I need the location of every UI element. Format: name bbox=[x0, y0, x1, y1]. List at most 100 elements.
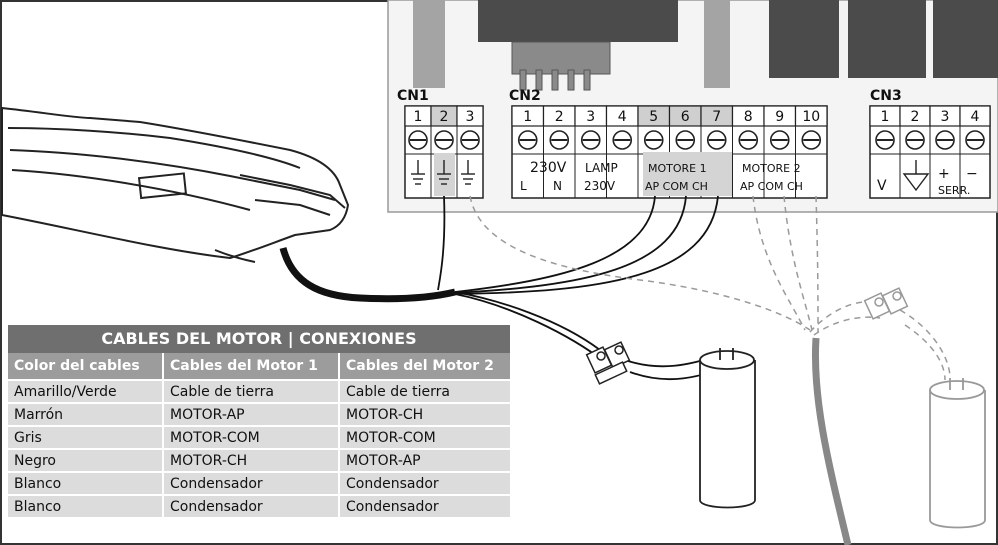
table-row: Blanco Condensador Condensador bbox=[8, 471, 510, 495]
terminal-strip-connector-2 bbox=[863, 287, 909, 320]
cn2-labels: 230V L N LAMP 230V MOTORE 1 AP COM CH MO… bbox=[520, 152, 803, 196]
cn3-pin-number: 3 bbox=[941, 109, 950, 125]
screw-terminal-icon bbox=[935, 130, 955, 150]
table-row: Gris MOTOR-COM MOTOR-COM bbox=[8, 425, 510, 449]
cn2-pin-number: 6 bbox=[681, 109, 690, 125]
cn2-pin-number: 10 bbox=[802, 109, 820, 125]
cn3-pin-number: 4 bbox=[971, 109, 980, 125]
terminal-strip-connector bbox=[585, 341, 631, 385]
table-row: Amarillo/Verde Cable de tierra Cable de … bbox=[8, 379, 510, 403]
cn1-earth-symbols bbox=[411, 153, 475, 196]
cn2-pin-number: 5 bbox=[649, 109, 658, 125]
cell-motor2: MOTOR-AP bbox=[338, 448, 510, 472]
cn2-pin-number: 7 bbox=[712, 109, 721, 125]
capacitor-motor1 bbox=[699, 348, 756, 509]
table-row: Marrón MOTOR-AP MOTOR-CH bbox=[8, 402, 510, 426]
header-motor1: Cables del Motor 1 bbox=[162, 353, 339, 380]
gate-motor-illustration bbox=[1, 106, 350, 263]
screw-terminal-icon bbox=[675, 130, 696, 150]
legend-header-row: Color del cables Cables del Motor 1 Cabl… bbox=[8, 353, 510, 380]
screw-terminal-icon bbox=[706, 130, 727, 150]
screw-terminal-icon bbox=[460, 130, 480, 150]
board-component-3 bbox=[769, 0, 839, 78]
board-component-2 bbox=[704, 0, 730, 88]
screw-terminal-icon bbox=[434, 130, 454, 150]
cell-motor2: Condensador bbox=[338, 494, 510, 517]
cn3-plus-label: + bbox=[938, 166, 950, 182]
cell-color: Gris bbox=[8, 425, 163, 449]
cell-motor1: MOTOR-AP bbox=[162, 402, 339, 426]
header-cable-color: Color del cables bbox=[8, 353, 163, 380]
cn2-pin-number: 9 bbox=[775, 109, 784, 125]
table-row: Blanco Condensador Condensador bbox=[8, 494, 510, 517]
cn2-pin-number: 2 bbox=[555, 109, 564, 125]
legend-title: CABLES DEL MOTOR | CONEXIONES bbox=[8, 325, 510, 353]
ground-triangle-icon bbox=[902, 160, 930, 192]
screw-terminal-icon bbox=[580, 130, 601, 150]
cn3-pin-number: 1 bbox=[881, 109, 890, 125]
cell-motor2: Condensador bbox=[338, 471, 510, 495]
table-row: Negro MOTOR-CH MOTOR-AP bbox=[8, 448, 510, 472]
cn1-pin-number: 1 bbox=[414, 109, 423, 125]
cn3-minus-label: − bbox=[966, 166, 978, 182]
cn3-v-label: V bbox=[877, 178, 887, 194]
screw-terminal-icon bbox=[408, 130, 428, 150]
earth-icon bbox=[461, 160, 475, 185]
cell-motor1: Condensador bbox=[162, 471, 339, 495]
cell-motor1: MOTOR-COM bbox=[162, 425, 339, 449]
cn1-pin-number: 2 bbox=[440, 109, 449, 125]
board-component-5 bbox=[933, 0, 998, 78]
power-l-label: L bbox=[520, 179, 527, 193]
motore2-label: MOTORE 2 bbox=[742, 162, 801, 175]
motore1-pins-label: AP COM CH bbox=[645, 180, 708, 193]
motore2-pins-label: AP COM CH bbox=[740, 180, 803, 193]
lamp-voltage-label: 230V bbox=[584, 179, 616, 193]
board-component-1 bbox=[413, 0, 445, 88]
earth-icon bbox=[437, 160, 451, 185]
motore1-label: MOTORE 1 bbox=[648, 162, 707, 175]
earth-icon bbox=[411, 160, 425, 185]
cell-color: Blanco bbox=[8, 494, 163, 517]
cell-motor1: MOTOR-CH bbox=[162, 448, 339, 472]
power-n-label: N bbox=[553, 179, 562, 193]
cn2-title: CN2 bbox=[509, 88, 541, 104]
cn3-pin-number: 2 bbox=[911, 109, 920, 125]
screw-terminal-icon bbox=[965, 130, 985, 150]
cell-motor2: MOTOR-COM bbox=[338, 425, 510, 449]
motor2-dashed-wires bbox=[469, 195, 951, 381]
cell-color: Blanco bbox=[8, 471, 163, 495]
screw-terminal-icon bbox=[738, 130, 759, 150]
cn3-labels: V + − SERR. bbox=[877, 160, 978, 197]
screw-terminal-icon bbox=[549, 130, 570, 150]
screw-terminal-icon bbox=[643, 130, 664, 150]
screw-terminal-icon bbox=[875, 130, 895, 150]
cn1-title: CN1 bbox=[397, 88, 429, 104]
board-pins bbox=[511, 41, 611, 91]
cell-color: Negro bbox=[8, 448, 163, 472]
cn2-pin-number: 1 bbox=[523, 109, 532, 125]
power-voltage-label: 230V bbox=[530, 160, 567, 176]
cell-motor2: Cable de tierra bbox=[338, 379, 510, 403]
screw-terminal-icon bbox=[517, 130, 538, 150]
cn3-serr-label: SERR. bbox=[938, 184, 970, 197]
cn2-pin-number: 4 bbox=[618, 109, 627, 125]
capacitor-motor2 bbox=[929, 378, 986, 529]
lamp-label: LAMP bbox=[585, 161, 618, 175]
motor2-cable-sheath bbox=[811, 337, 852, 545]
cell-color: Amarillo/Verde bbox=[8, 379, 163, 403]
cell-motor2: MOTOR-CH bbox=[338, 402, 510, 426]
screw-terminal-icon bbox=[905, 130, 925, 150]
screw-terminal-icon bbox=[769, 130, 790, 150]
header-motor2: Cables del Motor 2 bbox=[338, 353, 510, 380]
board-component-4 bbox=[848, 0, 926, 78]
cn2-pin-number: 8 bbox=[744, 109, 753, 125]
cn1-pin-number: 3 bbox=[466, 109, 475, 125]
motore1-highlight bbox=[643, 152, 732, 196]
cell-motor1: Cable de tierra bbox=[162, 379, 339, 403]
legend-table: Color del cables Cables del Motor 1 Cabl… bbox=[8, 353, 510, 517]
screw-terminal-icon bbox=[801, 130, 822, 150]
cn3-title: CN3 bbox=[870, 88, 902, 104]
cn2-pin-number: 3 bbox=[586, 109, 595, 125]
